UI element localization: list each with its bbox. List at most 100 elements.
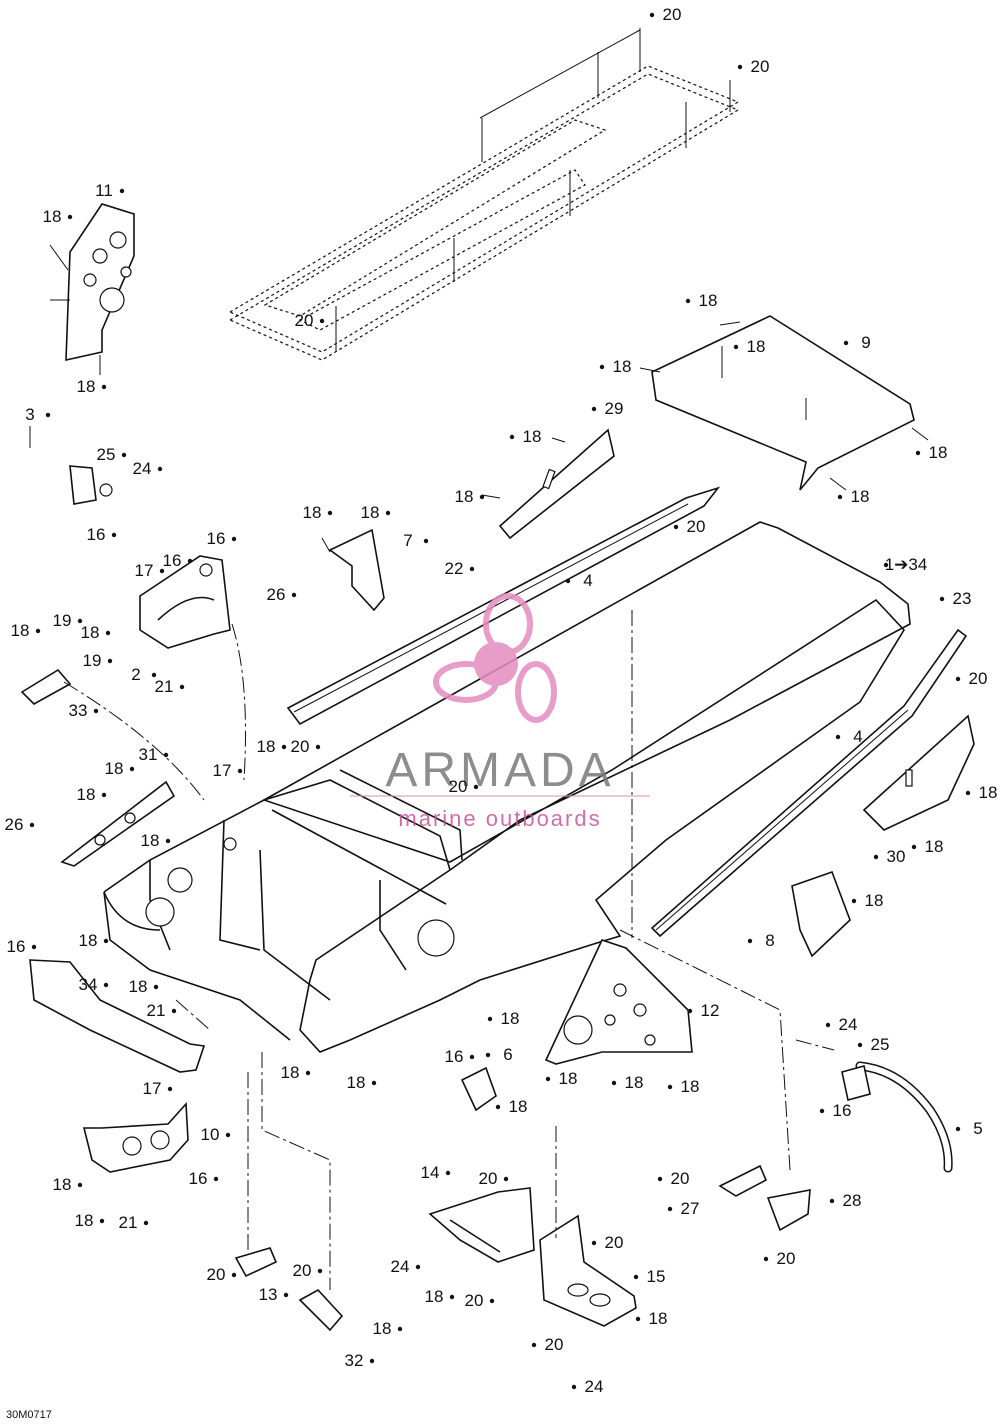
callout-label: 15 [647, 1267, 666, 1286]
fastener-marker [35, 628, 41, 634]
part-8-plate [791, 870, 851, 958]
callout-label: 18 [509, 1097, 528, 1116]
fastener-marker [111, 532, 117, 538]
watermark-brand: ARMADA [385, 744, 614, 797]
fastener-marker [45, 412, 51, 418]
callout-label: 23 [953, 589, 972, 608]
part-10-bracket [82, 1102, 189, 1173]
callout-label: 18 [53, 1175, 72, 1194]
callout-label: 18 [281, 1063, 300, 1082]
fastener-marker [545, 1076, 551, 1082]
fastener-marker [99, 1218, 105, 1224]
fastener-marker [819, 1108, 825, 1114]
part-9-plate [639, 315, 929, 491]
part-27-bracket [718, 1164, 768, 1197]
fastener-marker [423, 538, 429, 544]
fastener-marker [305, 1070, 311, 1076]
part-33-bracket [20, 668, 72, 705]
fastener-marker [825, 1022, 831, 1028]
callout-label: 18 [75, 1211, 94, 1230]
callout-label: 16 [445, 1047, 464, 1066]
callout-label: 26 [267, 585, 286, 604]
callout-label: 24 [585, 1377, 604, 1396]
fastener-marker [397, 1326, 403, 1332]
callout-label: 18 [501, 1009, 520, 1028]
fastener-marker [673, 524, 679, 530]
fastener-marker [415, 1264, 421, 1270]
fastener-marker [873, 854, 879, 860]
fastener-marker [489, 1298, 495, 1304]
callout-label: 20 [605, 1233, 624, 1252]
fastener-marker [107, 658, 113, 664]
fastener-marker [611, 1080, 617, 1086]
diagram-code: 30M0717 [6, 1409, 52, 1421]
callout-label: 14 [421, 1163, 440, 1182]
callout-label: 16 [833, 1101, 852, 1120]
fastener-marker [315, 744, 321, 750]
fastener-marker [955, 676, 961, 682]
fastener-marker [385, 510, 391, 516]
fastener-marker [369, 1358, 375, 1364]
fastener-marker [105, 630, 111, 636]
callout-label: 18 [649, 1309, 668, 1328]
fastener-marker [165, 838, 171, 844]
fastener-marker [283, 1292, 289, 1298]
callout-label: 18 [559, 1069, 578, 1088]
callout-label: 33 [69, 701, 88, 720]
part-2-bracket [139, 555, 231, 649]
callout-label: 18 [81, 623, 100, 642]
fastener-marker [281, 744, 287, 750]
callout-label: 20 [969, 669, 988, 688]
part-30-bracket [862, 714, 975, 831]
callout-label: 18 [523, 427, 542, 446]
callout-label: 17 [135, 561, 154, 580]
part-6-bracket [460, 1066, 497, 1112]
fastener-marker [119, 188, 125, 194]
callout-label: 18 [361, 503, 380, 522]
callout-label: 16 [163, 551, 182, 570]
part-29-bracket [481, 428, 615, 540]
fastener-marker [857, 1042, 863, 1048]
callout-label: 20 [479, 1169, 498, 1188]
fastener-marker [531, 1342, 537, 1348]
callout-label: 11 [95, 181, 113, 200]
part-15-bracket [539, 1214, 637, 1327]
callout-label: 25 [97, 445, 116, 464]
fastener-marker [371, 1080, 377, 1086]
callout-label: 20 [545, 1335, 564, 1354]
callout-label: 1➔34 [885, 555, 928, 574]
fastener-marker [633, 1274, 639, 1280]
fastener-marker [487, 1016, 493, 1022]
part-13-bracket [234, 1247, 278, 1278]
callout-label: 18 [625, 1073, 644, 1092]
fastener-marker [103, 938, 109, 944]
fastener-marker [939, 596, 945, 602]
callout-label: 18 [851, 487, 870, 506]
fastener-marker [737, 64, 743, 70]
fastener-marker [667, 1206, 673, 1212]
fastener-marker [157, 466, 163, 472]
fastener-marker [151, 672, 157, 678]
fastener-marker [231, 536, 237, 542]
callout-label: 18 [141, 831, 160, 850]
callout-label: 18 [129, 977, 148, 996]
callout-label: 24 [839, 1015, 858, 1034]
fastener-marker [159, 568, 165, 574]
fastener-marker [473, 784, 479, 790]
callout-label: 18 [77, 377, 96, 396]
fastener-marker [291, 592, 297, 598]
part-32-bracket [298, 1288, 344, 1332]
fastener-marker [171, 1008, 177, 1014]
fastener-marker [851, 898, 857, 904]
fastener-marker [167, 1086, 173, 1092]
fastener-marker [649, 12, 655, 18]
callout-label: 18 [613, 357, 632, 376]
fastener-marker [129, 766, 135, 772]
callout-label: 18 [43, 207, 62, 226]
callout-label: 20 [207, 1265, 226, 1284]
callout-label: 18 [79, 931, 98, 950]
fastener-marker [599, 364, 605, 370]
callout-label: 20 [777, 1249, 796, 1268]
callout-label: 19 [53, 611, 72, 630]
callout-label: 18 [373, 1319, 392, 1338]
